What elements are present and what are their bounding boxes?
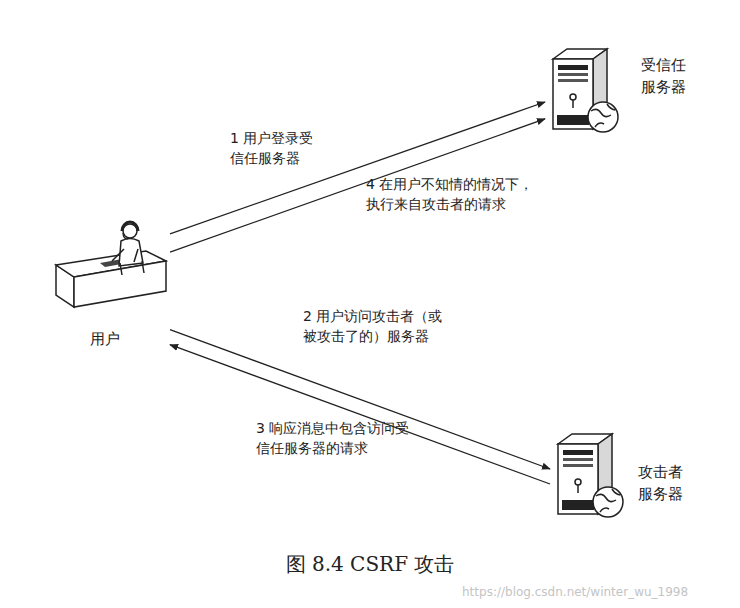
step-label: 4 在用户不知情的情况下， 执行来自攻击者的请求: [366, 174, 606, 215]
step-label: 3 响应消息中包含访问受 信任服务器的请求: [256, 418, 456, 459]
request-arrow: [170, 345, 550, 484]
request-arrow: [170, 119, 545, 252]
watermark: https://blog.csdn.net/winter_wu_1998: [462, 584, 738, 601]
user-node: 用户: [50, 215, 170, 350]
request-arrow: [170, 330, 550, 469]
request-arrow: [170, 102, 545, 234]
node-label: 用户: [90, 329, 134, 351]
node-label: 攻击者 服务器: [638, 462, 690, 506]
server-node: 受信任 服务器: [545, 45, 705, 135]
server-icon: [545, 45, 625, 135]
user-illustration: [50, 215, 170, 330]
server-node: 攻击者 服务器: [550, 430, 710, 525]
server-icon: [550, 430, 630, 520]
step-label: 2 用户访问攻击者（或 被攻击了的）服务器: [303, 306, 483, 347]
node-label: 受信任 服务器: [641, 55, 693, 99]
step-label: 1 用户登录受 信任服务器: [230, 128, 360, 169]
figure-caption: 图 8.4 CSRF 攻击: [0, 550, 740, 579]
